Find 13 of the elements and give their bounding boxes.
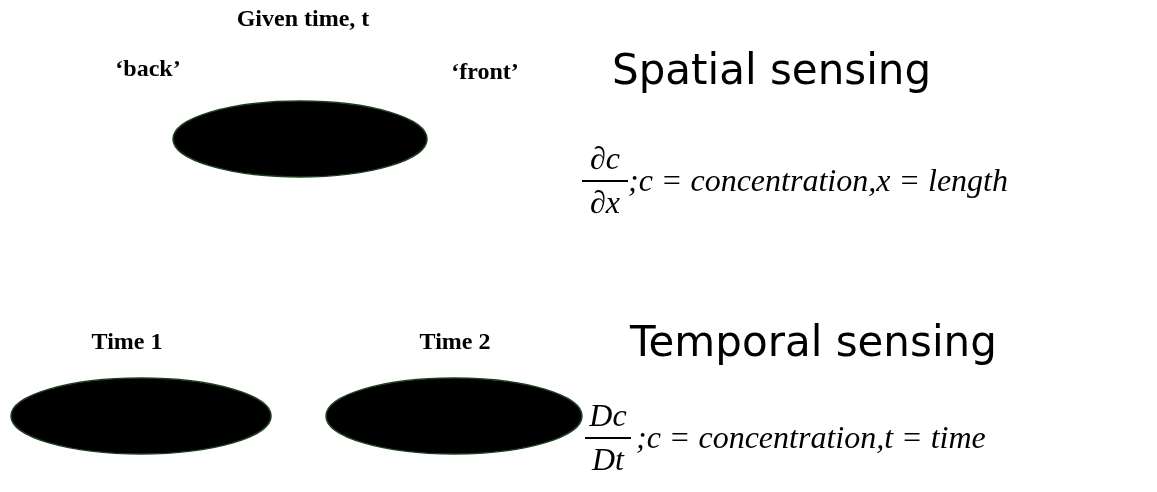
numerator: ∂c: [590, 140, 620, 176]
node-label: Given time, t: [236, 5, 370, 32]
node-label: Time 1: [91, 328, 163, 355]
denominator: ∂x: [590, 184, 620, 220]
end-label: ‘back’: [115, 55, 181, 82]
numerator: Dc: [589, 397, 627, 433]
formula: ;c = concentration,x = length: [628, 162, 1008, 198]
end-label: ‘front’: [451, 58, 519, 85]
node-label: Time 2: [419, 328, 491, 355]
heading: Temporal sensing: [630, 317, 997, 366]
formula: ;c = concentration,t = time: [636, 419, 986, 455]
denominator: Dt: [592, 441, 624, 477]
heading: Spatial sensing: [612, 45, 932, 94]
